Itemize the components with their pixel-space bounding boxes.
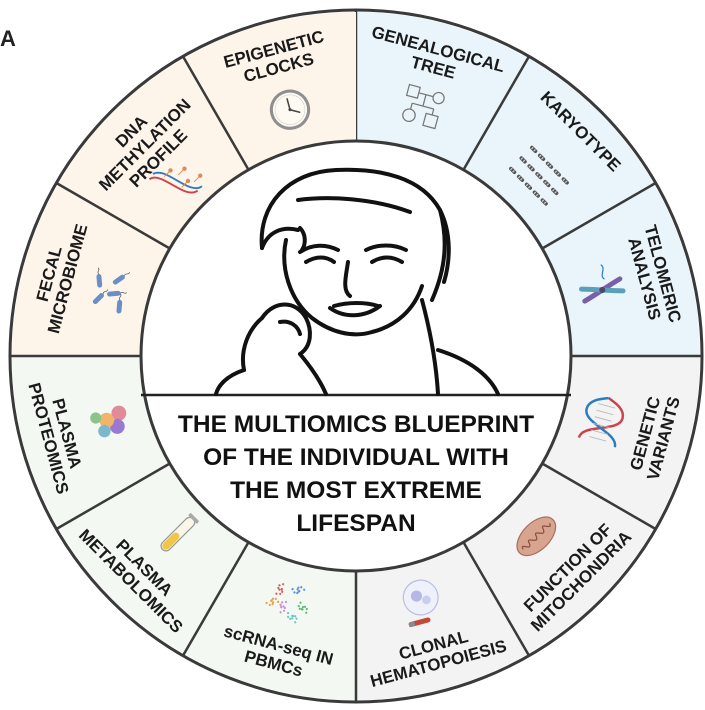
segment-divider xyxy=(55,181,171,250)
panel-letter: A xyxy=(0,26,16,51)
chromosome-icon xyxy=(579,264,626,304)
karyotype-icon xyxy=(509,145,569,206)
segment-divider xyxy=(181,541,250,657)
segment-dna-methylation-profile xyxy=(58,58,249,249)
segment-plasma-metabolomics xyxy=(58,463,249,654)
segment-divider xyxy=(462,541,531,657)
segment-divider xyxy=(541,181,657,250)
bacteria-icon xyxy=(92,267,130,314)
center-title: THE MULTIOMICS BLUEPRINT OF THE INDIVIDUA… xyxy=(178,411,534,537)
protein-icon xyxy=(90,405,127,438)
center-title-line: THE MULTIOMICS BLUEPRINT xyxy=(178,411,534,438)
center-title-line: THE MOST EXTREME xyxy=(230,477,482,504)
segment-divider xyxy=(181,55,250,171)
test-tube-icon xyxy=(160,513,199,552)
umap-cluster-icon xyxy=(265,583,308,624)
center-title-line: OF THE INDIVIDUAL WITH xyxy=(203,444,509,471)
center-disc xyxy=(139,139,573,573)
segment-divider xyxy=(55,462,171,531)
portrait-illustration xyxy=(214,167,500,396)
pedigree-icon xyxy=(402,83,445,130)
dna-helix-icon xyxy=(577,396,625,448)
segment-function-of-mitochondria xyxy=(463,463,654,654)
clock-icon xyxy=(269,89,311,130)
mitochondrion-icon xyxy=(516,516,557,557)
segment-karyotype xyxy=(463,58,654,249)
blood-cell-icon xyxy=(402,579,439,628)
center-title-line: LIFESPAN xyxy=(296,510,415,537)
segment-divider xyxy=(541,462,657,531)
methylated-dna-icon xyxy=(148,166,203,194)
segment-divider xyxy=(462,55,531,171)
